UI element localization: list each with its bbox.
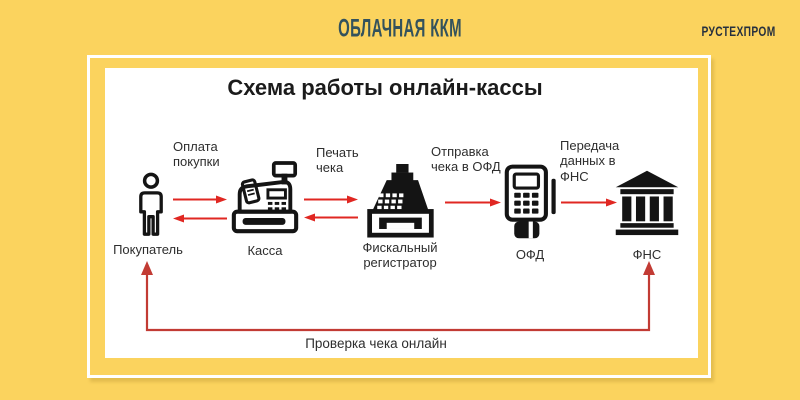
edge-label-verify: Проверка чека онлайн [305, 336, 447, 351]
bank-building-icon [615, 170, 679, 236]
arrow-buyer-to-kassa [173, 195, 227, 204]
card-frame [87, 55, 711, 378]
node-label-fns: ФНС [632, 247, 662, 262]
edge-label-payment: Оплата покупки [173, 139, 220, 170]
diagram-title: Схема работы онлайн-кассы [227, 75, 543, 100]
arrow-kassa-to-fiscal [304, 195, 358, 204]
edge-label-send-fns: Передача данных в ФНС [560, 138, 620, 184]
brand-logo: РУСТЕХПРОМ [701, 23, 776, 39]
diagram-card: Схема работы онлайн-кассы Оплата покупки… [105, 68, 698, 358]
arrow-fiscal-to-kassa [304, 213, 358, 222]
person-icon [139, 172, 163, 236]
fiscal-registrar-icon [367, 164, 434, 238]
arrow-verify-check-online [141, 261, 655, 332]
pos-terminal-icon [504, 164, 556, 239]
arrow-ofd-to-fns [561, 198, 617, 207]
cash-register-icon [231, 161, 299, 234]
arrow-fiscal-to-ofd [445, 198, 501, 207]
edge-label-print: Печать чека [316, 145, 359, 176]
node-label-fiscal: Фискальный регистратор [362, 240, 438, 271]
page-title: ОБЛАЧНАЯ ККМ [338, 13, 462, 43]
node-label-buyer: Покупатель [113, 242, 183, 257]
arrow-kassa-to-buyer [173, 214, 227, 223]
node-label-kassa: Касса [247, 243, 283, 258]
edge-label-send-ofd: Отправка чека в ОФД [431, 144, 501, 175]
node-label-ofd: ОФД [515, 247, 545, 262]
